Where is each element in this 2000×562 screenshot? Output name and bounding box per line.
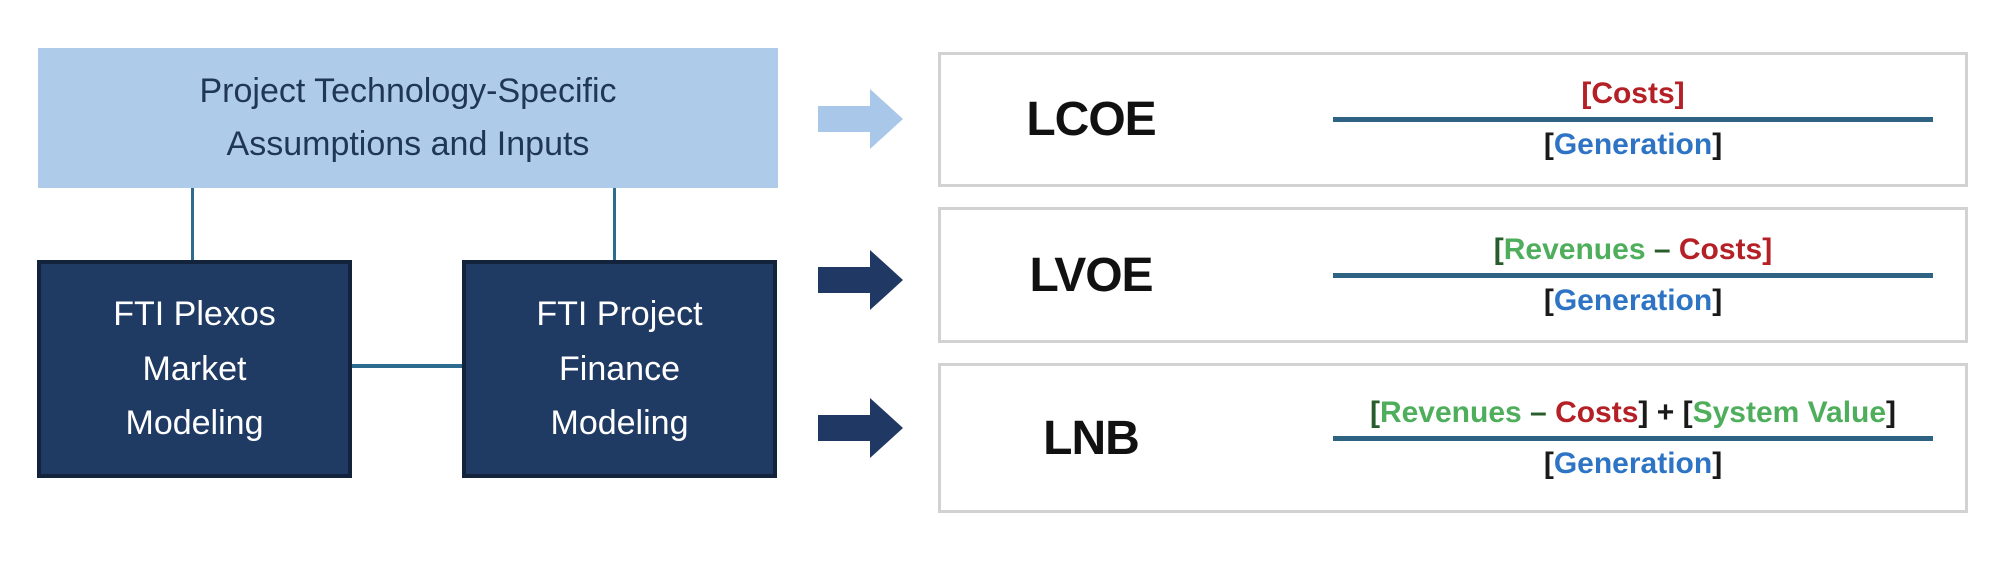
lcoe-label: LCOE	[1026, 93, 1156, 146]
arrow-icon-lnb	[818, 398, 903, 458]
lvoe-denominator: [Generation]	[1544, 284, 1722, 318]
connector-top-to-market	[191, 188, 194, 260]
formula-token: [	[1493, 232, 1504, 266]
formula-token: –	[1521, 395, 1556, 429]
arrow-icon-lcoe	[818, 89, 903, 149]
arrow-icon-lvoe	[818, 250, 903, 310]
formula-token: –	[1645, 232, 1679, 266]
lvoe-numerator: [Revenues – Costs]	[1494, 233, 1772, 267]
plexos-market-modeling-box: FTI Plexos Market Modeling	[37, 260, 352, 478]
lcoe-numerator: [Costs]	[1581, 77, 1684, 111]
lnb-fraction: [Revenues – Costs] + [System Value] [Gen…	[1313, 366, 1953, 510]
formula-token: [	[1369, 395, 1380, 429]
formula-token: Generation	[1553, 283, 1713, 317]
lcoe-denominator: [Generation]	[1544, 128, 1722, 162]
lcoe-fraction: [Costs] [Generation]	[1313, 55, 1953, 184]
assumptions-inputs-box: Project Technology-Specific Assumptions …	[38, 48, 778, 188]
formula-token: ]	[1712, 283, 1723, 317]
lvoe-fraction: [Revenues – Costs] [Generation]	[1313, 210, 1953, 340]
lnb-numerator: [Revenues – Costs] + [System Value]	[1370, 396, 1896, 430]
formula-token: ]	[1712, 446, 1723, 480]
formula-token: [	[1543, 128, 1554, 161]
formula-token: Generation	[1553, 446, 1713, 480]
formula-token: ]	[1712, 128, 1723, 161]
formula-token: Costs]	[1678, 232, 1773, 266]
formula-token: [	[1543, 446, 1554, 480]
formula-token: ]	[1886, 395, 1897, 429]
lvoe-label: LVOE	[1029, 248, 1153, 302]
lcoe-formula-box: LCOE [Costs] [Generation]	[938, 52, 1968, 187]
lnb-denominator: [Generation]	[1544, 447, 1722, 481]
fraction-bar	[1333, 272, 1933, 278]
formula-token: [Costs]	[1581, 77, 1685, 110]
lnb-formula-box: LNB [Revenues – Costs] + [System Value] …	[938, 363, 1968, 513]
connector-top-to-finance	[613, 188, 616, 260]
formula-token: Costs	[1555, 395, 1639, 429]
formula-token: [	[1543, 283, 1554, 317]
project-finance-modeling-box: FTI Project Finance Modeling	[462, 260, 777, 478]
connector-market-to-finance	[352, 364, 462, 368]
formula-token: ] + [	[1638, 395, 1693, 429]
formula-token: System Value	[1692, 395, 1887, 429]
formula-token: Generation	[1553, 128, 1713, 161]
formula-token: Revenues	[1503, 232, 1646, 266]
formula-token: Revenues	[1379, 395, 1522, 429]
fraction-bar	[1333, 435, 1933, 441]
lvoe-formula-box: LVOE [Revenues – Costs] [Generation]	[938, 207, 1968, 343]
fraction-bar	[1333, 117, 1933, 122]
lnb-label: LNB	[1043, 411, 1140, 465]
